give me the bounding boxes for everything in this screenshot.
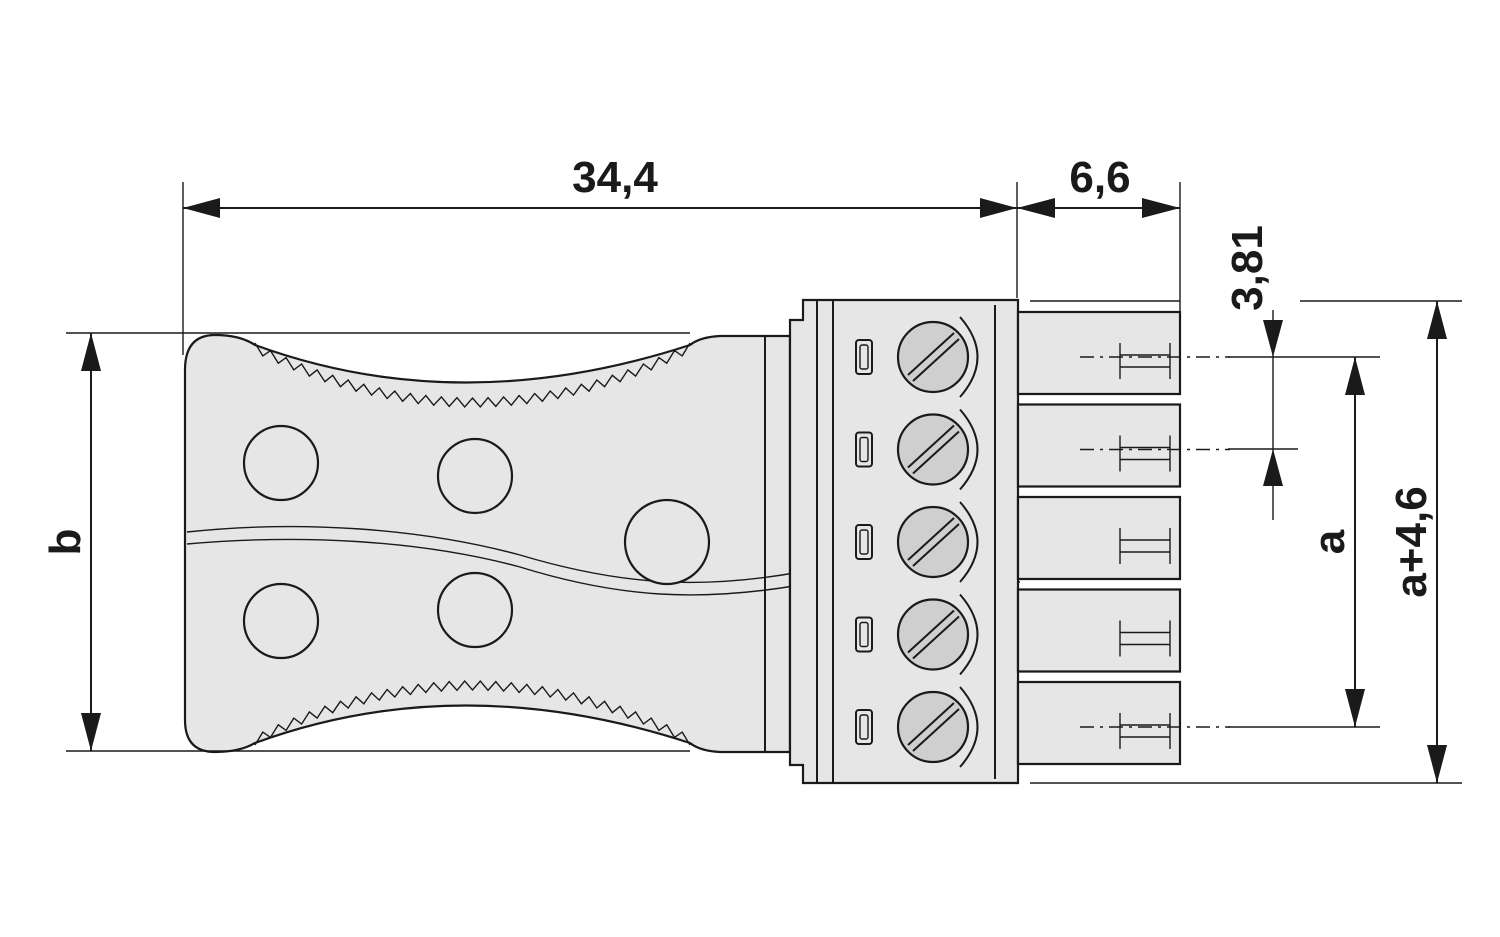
dimension-length-pins: 6,6 bbox=[1017, 153, 1181, 318]
arrowhead bbox=[1345, 689, 1365, 727]
terminal-position bbox=[855, 686, 979, 768]
dimension-length-total: 34,4 bbox=[182, 153, 1018, 355]
arrowhead bbox=[81, 713, 101, 751]
release-slot-inner bbox=[859, 344, 869, 370]
terminal-position bbox=[855, 501, 979, 583]
clamp-cup bbox=[959, 316, 979, 398]
release-slot-inner bbox=[859, 529, 869, 555]
contact-pin bbox=[1016, 403, 1230, 488]
pin-body bbox=[1016, 680, 1182, 766]
contact-pin bbox=[1016, 495, 1182, 581]
grip-hole bbox=[436, 437, 514, 515]
terminal-block bbox=[788, 298, 1020, 785]
dimension-pitch: 3,81 bbox=[1223, 225, 1380, 520]
grip-serration-top bbox=[254, 342, 691, 408]
grip-hole bbox=[623, 498, 711, 586]
contact-pin bbox=[1016, 310, 1230, 396]
release-slot-inner bbox=[859, 436, 869, 463]
screw-head-icon bbox=[896, 505, 970, 579]
pin-body bbox=[1016, 403, 1182, 488]
pin-body bbox=[1016, 588, 1182, 673]
contact-pin bbox=[1016, 588, 1182, 673]
arrowhead bbox=[1017, 198, 1055, 218]
terminal-position bbox=[855, 316, 979, 398]
arrowhead bbox=[1263, 320, 1283, 357]
dimension-label-height-total: a+4,6 bbox=[1387, 486, 1436, 597]
release-slot bbox=[855, 709, 873, 745]
arrowhead bbox=[980, 198, 1017, 218]
dimension-label-length-pins: 6,6 bbox=[1069, 153, 1130, 202]
pin-body bbox=[1016, 495, 1182, 581]
screw-head-icon bbox=[896, 413, 970, 486]
terminal-position bbox=[855, 408, 979, 491]
release-slot-inner bbox=[859, 714, 869, 740]
screw-head-icon bbox=[896, 320, 970, 394]
grip-hole bbox=[242, 582, 320, 660]
dimension-height-total: a+4,6 bbox=[1030, 300, 1462, 784]
clamp-cup bbox=[959, 686, 979, 768]
dimension-label-pitch: 3,81 bbox=[1223, 225, 1272, 311]
arrowhead bbox=[1142, 198, 1180, 218]
arrowhead bbox=[1263, 449, 1283, 486]
dimension-pitch-span: a bbox=[1228, 357, 1380, 728]
dimension-height-body: b bbox=[41, 332, 690, 752]
release-slot bbox=[855, 616, 873, 653]
screw-head-icon bbox=[896, 598, 970, 671]
contact-pin bbox=[1016, 680, 1230, 766]
dimension-label-pitch-span: a bbox=[1305, 529, 1354, 554]
arrowhead bbox=[1345, 357, 1365, 395]
release-slot-inner bbox=[859, 621, 869, 648]
grip-hole bbox=[242, 424, 320, 502]
arrowhead bbox=[1427, 745, 1447, 783]
pin-body bbox=[1016, 310, 1182, 396]
grip-serration-bottom bbox=[254, 680, 691, 746]
release-slot bbox=[855, 524, 873, 560]
clamp-cup bbox=[959, 501, 979, 583]
grip-hole bbox=[436, 571, 514, 649]
arrowhead bbox=[81, 333, 101, 371]
dimension-label-length-total: 34,4 bbox=[572, 153, 658, 202]
arrowhead bbox=[183, 198, 220, 218]
arrowhead bbox=[1427, 301, 1447, 339]
terminal-position bbox=[855, 593, 979, 676]
grip-housing bbox=[183, 333, 1021, 754]
clamp-cup bbox=[959, 408, 979, 491]
clamp-cup bbox=[959, 593, 979, 676]
dimension-label-height-body: b bbox=[41, 529, 90, 556]
release-slot bbox=[855, 339, 873, 375]
release-slot bbox=[855, 431, 873, 468]
screw-head-icon bbox=[896, 690, 970, 764]
pin-rows bbox=[1016, 310, 1230, 766]
terminal-rows bbox=[855, 316, 979, 768]
